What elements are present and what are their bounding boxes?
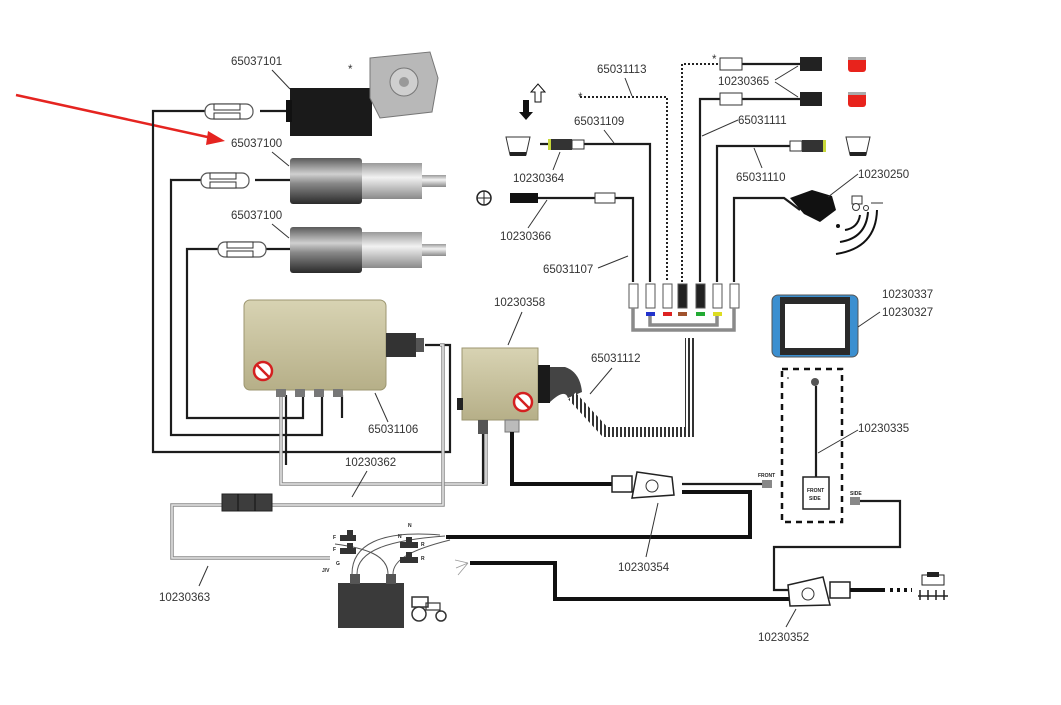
label-65031106: 65031106 [368, 424, 418, 436]
side-plug [850, 497, 860, 505]
label-10230352: 10230352 [758, 632, 809, 644]
display-terminal [771, 294, 859, 358]
fuse-holder-2 [200, 172, 250, 189]
fuse-holder-1 [204, 103, 254, 120]
label-10230358: 10230358 [494, 297, 545, 309]
plug-65031110-end [789, 140, 826, 152]
batt-label-f1: F [333, 535, 336, 541]
label-10230365: 10230365 [718, 76, 769, 88]
label-10230327: 10230327 [882, 307, 933, 319]
label-65031110: 65031110 [736, 172, 785, 184]
label-10230354: 10230354 [618, 562, 670, 574]
radar-sensor-10230250 [790, 190, 878, 255]
cable-junction-to-10230354 [510, 432, 612, 486]
braided-harness-65031112 [568, 338, 695, 437]
lamp-plugs [719, 57, 822, 106]
batt-label-n2: N [398, 534, 402, 540]
batt-label-g: G [336, 561, 340, 567]
motor-65037100-a [290, 158, 446, 204]
switch-label-front: FRONT [807, 488, 824, 494]
label-10230364: 10230364 [513, 173, 565, 185]
label-10230250: 10230250 [858, 169, 909, 181]
top-harness-wires [512, 62, 801, 282]
highlight-arrow [15, 93, 225, 145]
asterisk-marker: * [578, 92, 583, 104]
hopper-icon-right [845, 136, 871, 156]
optional-module-outline [780, 367, 844, 524]
cable-10230362 [170, 343, 488, 560]
label-65037100-b: 65037100 [231, 210, 282, 222]
asterisk-marker: * [787, 377, 789, 383]
control-box-65031106 [243, 299, 424, 397]
rear-lamp-2 [848, 92, 866, 107]
junction-box-10230358 [457, 347, 582, 434]
fuse-holder-3 [217, 241, 267, 258]
switch-label-side: SIDE [809, 496, 821, 502]
batt-label-r2: R [421, 556, 425, 562]
front-plug-label: FRONT [758, 473, 775, 479]
switch-cable-10230335 [802, 378, 830, 510]
implement-icon [918, 572, 948, 600]
label-65037101: 65037101 [231, 56, 282, 68]
front-plug [762, 480, 772, 488]
connector-10230352 [787, 576, 912, 607]
label-65031111: 65031111 [738, 115, 787, 127]
inline-fuse-block [221, 493, 273, 512]
label-65031109: 65031109 [574, 116, 624, 128]
cable-to-10230352 [470, 561, 790, 601]
motor-65037101 [286, 51, 439, 136]
rear-lamp-1 [848, 57, 866, 72]
connector-10230354 [611, 471, 675, 499]
wire-side-to-10230352 [772, 499, 902, 592]
label-10230335: 10230335 [858, 423, 909, 435]
tractor-speed-icon [851, 195, 883, 211]
sensor-10230366 [510, 192, 616, 204]
label-10230363: 10230363 [159, 592, 210, 604]
label-65031113: 65031113 [597, 64, 646, 76]
label-65031112: 65031112 [591, 353, 640, 365]
motor-65037100-b [290, 227, 446, 273]
asterisk-marker: * [712, 54, 717, 66]
batt-label-r1: R [421, 542, 425, 548]
label-10230362: 10230362 [345, 457, 396, 469]
up-down-arrows-icon [519, 83, 547, 120]
battery [334, 530, 451, 628]
tractor-icon [411, 596, 447, 622]
loose-wire-ends [454, 559, 469, 576]
sensor-10230364 [548, 139, 585, 150]
label-10230366: 10230366 [500, 231, 551, 243]
label-10230337: 10230337 [882, 289, 933, 301]
label-65031107: 65031107 [543, 264, 593, 276]
side-plug-label: SIDE [850, 491, 862, 497]
label-65037100-a: 65037100 [231, 138, 282, 150]
motor-wires [151, 109, 452, 465]
no-wash-icon [252, 360, 274, 382]
wheel-sensor-icon [476, 190, 492, 206]
batt-label-n1: N [408, 523, 412, 529]
hopper-icon-left [505, 136, 531, 156]
cable-battery-to-10230354 [446, 490, 752, 539]
connector-row [628, 283, 740, 332]
batt-label-f2: F [333, 547, 336, 553]
batt-label-jv: J/V [322, 568, 330, 574]
no-wash-icon [512, 391, 534, 413]
asterisk-marker: * [348, 64, 353, 76]
